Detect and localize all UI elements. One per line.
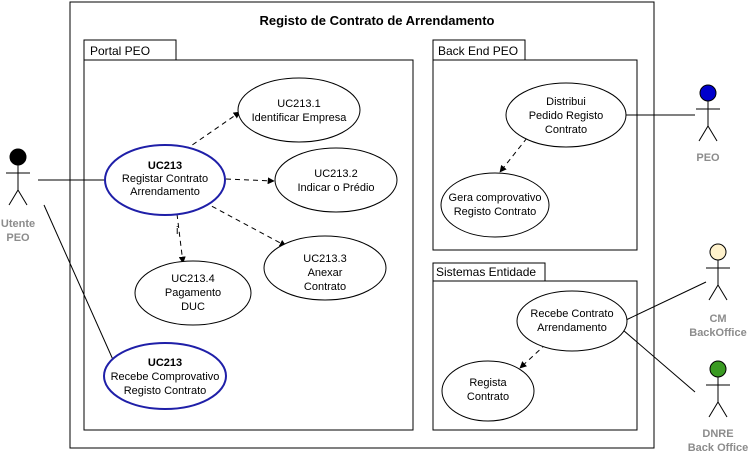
cm-label-1: CM (709, 313, 726, 325)
uc-distribui-pedido[interactable] (505, 82, 627, 148)
cm-head-icon (709, 243, 727, 261)
uc-recebe-contrato[interactable] (516, 290, 628, 352)
assoc-dnre-recebe (615, 323, 696, 393)
assoc-utente-recebe (43, 204, 115, 363)
actor-peo[interactable] (696, 84, 720, 142)
uc213-3-code: UC213.3 (303, 253, 346, 265)
dnre-label-2: Back Office (688, 442, 749, 454)
uc213-recebe-code: UC213 (148, 357, 182, 369)
uc213-3-name-1: Anexar (308, 267, 343, 279)
portal-package-label: Portal PEO (90, 44, 150, 58)
peo-head-icon (699, 84, 717, 102)
uc213-recebe-name-1: Recebe Comprovativo (111, 371, 220, 383)
uc-gera-comprovativo[interactable] (440, 172, 550, 238)
sistemas-package-label: Sistemas Entidade (436, 265, 536, 279)
uc213-4-pagamento-duc[interactable] (134, 260, 252, 326)
recebe-contrato-line-2: Arrendamento (537, 322, 607, 334)
peo-label: PEO (696, 152, 720, 164)
uc213-1-name: Identificar Empresa (252, 112, 348, 124)
uc213-2-code: UC213.2 (314, 168, 357, 180)
uc213-name-1: Registar Contrato (122, 173, 208, 185)
uc213-4-name-2: DUC (181, 301, 205, 313)
dep-uc213-uc213-1 (184, 111, 241, 151)
dnre-head-icon (709, 360, 727, 378)
dep-uc213-uc213-3 (203, 201, 287, 247)
recebe-contrato-line-1: Recebe Contrato (530, 308, 613, 320)
distribui-line-1: Distribui (546, 96, 586, 108)
uc213-2-name: Indicar o Prédio (297, 182, 374, 194)
actor-dnre-backoffice[interactable] (706, 360, 730, 418)
utente-head-icon (9, 148, 27, 166)
actor-utente-peo[interactable] (6, 148, 30, 206)
uc213-registar-contrato[interactable] (104, 144, 226, 216)
utente-label-1: Utente (1, 218, 35, 230)
uc213-recebe-name-2: Registo Contrato (124, 385, 207, 397)
assoc-cm-recebe (625, 281, 707, 321)
uc213-3-name-2: Contrato (304, 281, 346, 293)
dep-label-i: i (176, 225, 178, 237)
dep-distribui-gera (499, 137, 528, 173)
uc213-4-name-1: Pagamento (165, 287, 221, 299)
uc-regista-contrato[interactable] (441, 360, 535, 422)
uc213-2-indicar-predio[interactable] (274, 147, 398, 213)
distribui-line-3: Contrato (545, 124, 587, 136)
utente-label-2: PEO (6, 232, 30, 244)
gera-line-2: Registo Contrato (454, 206, 537, 218)
distribui-line-2: Pedido Registo (529, 110, 604, 122)
actor-cm-backoffice[interactable] (706, 243, 730, 301)
uc213-4-code: UC213.4 (171, 273, 214, 285)
gera-line-1: Gera comprovativo (449, 192, 542, 204)
regista-line-1: Regista (469, 377, 507, 389)
regista-line-2: Contrato (467, 391, 509, 403)
dep-uc213-uc213-2 (225, 177, 275, 185)
uc213-name-2: Arrendamento (130, 186, 200, 198)
uc213-1-identificar-empresa[interactable] (237, 77, 361, 143)
cm-label-2: BackOffice (689, 327, 746, 339)
uc213-3-anexar-contrato[interactable] (263, 235, 387, 301)
dep-recebe-regista (519, 343, 547, 369)
uc213-1-code: UC213.1 (277, 98, 320, 110)
backend-package-label: Back End PEO (438, 44, 518, 58)
uc213-code: UC213 (148, 160, 182, 172)
uc213-recebe-comprovativo[interactable] (103, 342, 227, 410)
diagram-title: Registo de Contrato de Arrendamento (260, 13, 495, 28)
dnre-label-1: DNRE (702, 428, 733, 440)
